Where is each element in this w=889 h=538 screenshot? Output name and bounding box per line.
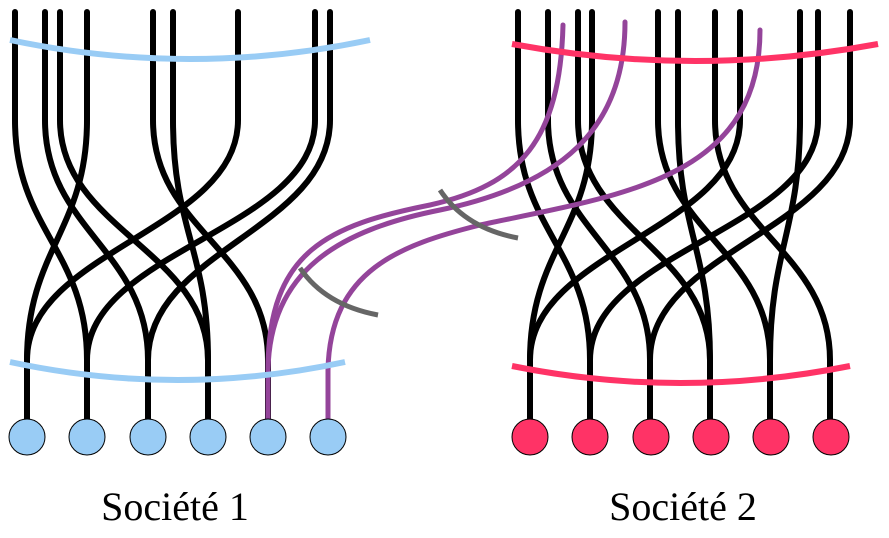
link-society-1 (170, 9, 211, 428)
society-2-top-arc (511, 41, 879, 64)
link-society-2 (712, 9, 833, 428)
society-1-top-arc (9, 37, 371, 62)
society-2-label: Société 2 (609, 484, 757, 529)
link-society-1 (24, 9, 90, 428)
link-society-2 (767, 9, 803, 428)
nodes (8, 418, 850, 456)
link-society-2 (587, 9, 821, 428)
inter-society-bridges (265, 19, 763, 428)
link-society-2 (515, 9, 593, 428)
bridge-link (265, 22, 566, 428)
link-society-2 (647, 9, 853, 428)
society-1-node (8, 418, 46, 456)
intra-society-links (12, 9, 853, 428)
society-2-node (571, 418, 609, 456)
society-2-bottom-arc (511, 363, 851, 386)
society-1-node (68, 418, 106, 456)
link-society-1 (42, 9, 151, 428)
group-arcs (9, 37, 879, 386)
link-society-1 (84, 9, 318, 428)
link-society-1 (150, 9, 271, 428)
link-society-2 (545, 9, 653, 428)
bridge-arc (297, 266, 379, 318)
society-2-node (632, 418, 670, 456)
bridge-arc (437, 188, 519, 241)
society-1-node (309, 418, 347, 456)
link-society-1 (12, 9, 90, 428)
link-society-2 (675, 9, 713, 428)
society-2-node (752, 418, 790, 456)
society-2-node (812, 418, 850, 456)
society-1-bottom-arc (9, 359, 346, 383)
society-1-node (189, 418, 227, 456)
society-1-label: Société 1 (101, 484, 249, 529)
link-society-2 (655, 9, 773, 428)
society-2-node (692, 418, 730, 456)
link-society-1 (57, 9, 211, 428)
link-society-2 (527, 9, 743, 428)
society-2-node (511, 418, 549, 456)
link-society-1 (145, 9, 333, 428)
society-1-node (249, 418, 287, 456)
bridge-link (325, 27, 763, 428)
bridge-link (265, 19, 628, 428)
society-1-node (129, 418, 167, 456)
